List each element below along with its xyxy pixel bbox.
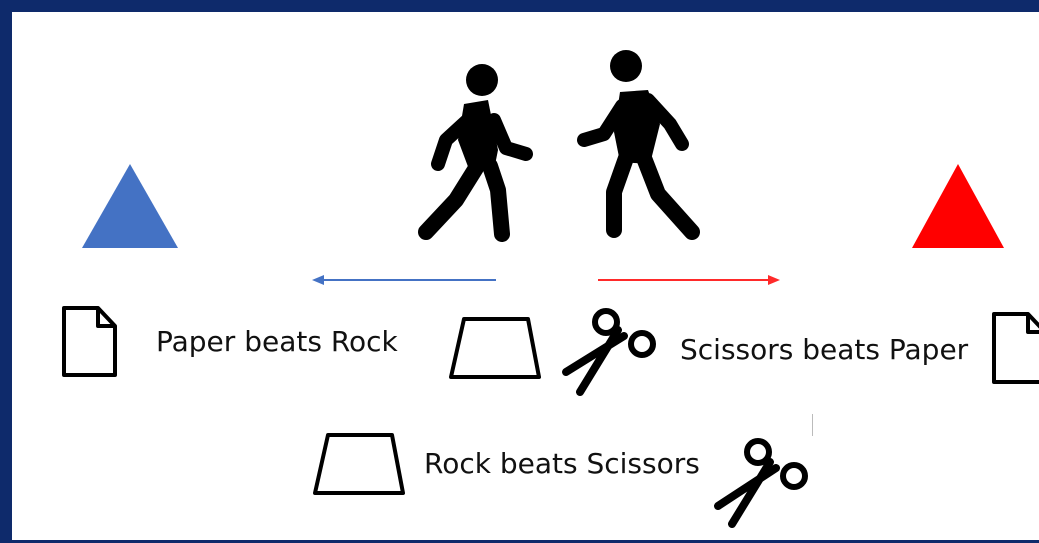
rock-icon-bottom: [313, 433, 405, 495]
label-scissors-beats-paper: Scissors beats Paper: [680, 333, 969, 366]
paper-icon-right: [992, 312, 1039, 384]
scissors-icon-middle: [562, 308, 656, 396]
blue-triangle-icon: [82, 164, 178, 248]
walking-person-right-icon: [577, 50, 700, 240]
left-arrow-icon: [312, 275, 496, 285]
label-rock-beats-scissors: Rock beats Scissors: [424, 447, 700, 480]
right-arrow-icon: [598, 275, 780, 285]
paper-icon-left: [62, 306, 117, 377]
red-triangle-icon: [912, 164, 1004, 248]
divider-mark: [812, 414, 813, 436]
scissors-icon-bottom: [714, 438, 808, 528]
rock-icon-middle: [449, 317, 541, 379]
walking-person-left-icon: [418, 64, 533, 242]
label-paper-beats-rock: Paper beats Rock: [156, 325, 398, 358]
